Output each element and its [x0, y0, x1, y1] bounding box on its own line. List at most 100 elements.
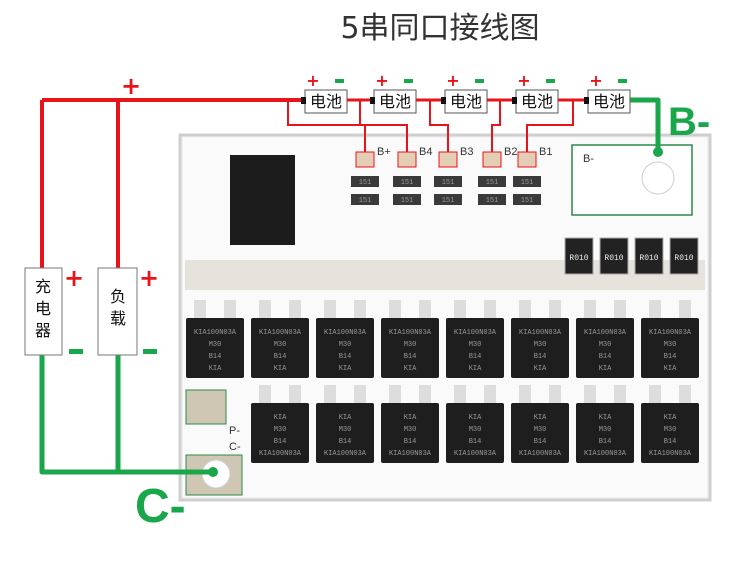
battery-plus: + — [306, 71, 319, 90]
load-plus: + — [139, 264, 159, 292]
c-minus-wire — [39, 355, 213, 475]
svg-text:B14: B14 — [209, 353, 222, 361]
svg-text:KIA: KIA — [599, 414, 612, 422]
svg-text:151: 151 — [359, 197, 372, 205]
svg-text:R010: R010 — [569, 254, 588, 263]
charger-plus: + — [64, 264, 84, 292]
charger-label-2: 电 — [35, 299, 51, 318]
p-minus-silk: P- — [229, 425, 240, 437]
svg-text:B14: B14 — [339, 438, 352, 446]
mosfet — [576, 403, 634, 463]
svg-text:R010: R010 — [674, 254, 693, 263]
svg-text:B14: B14 — [274, 353, 287, 361]
smd-resistor — [434, 176, 462, 187]
svg-text:M30: M30 — [534, 426, 547, 434]
svg-text:KIA: KIA — [664, 365, 677, 373]
main-plus: + — [121, 72, 141, 100]
battery-minus — [546, 79, 555, 83]
battery-plus: + — [375, 71, 388, 90]
svg-text:151: 151 — [521, 179, 534, 187]
svg-text:B14: B14 — [469, 353, 482, 361]
svg-text:151: 151 — [442, 179, 455, 187]
svg-text:KIA100N03A: KIA100N03A — [519, 450, 562, 458]
p-minus-pad — [185, 389, 227, 425]
smd-resistor — [393, 176, 421, 187]
svg-text:KIA: KIA — [664, 414, 677, 422]
load-box — [97, 267, 138, 356]
ic-chip — [230, 155, 295, 245]
mosfet — [511, 318, 569, 378]
shunt-resistor — [669, 237, 699, 275]
svg-text:151: 151 — [486, 179, 499, 187]
svg-text:R010: R010 — [604, 254, 623, 263]
svg-text:KIA: KIA — [534, 414, 547, 422]
svg-text:KIA100N03A: KIA100N03A — [259, 329, 302, 337]
mosfet — [186, 318, 244, 378]
smd-resistor — [513, 194, 541, 205]
tap-wire — [526, 100, 574, 152]
svg-text:KIA100N03A: KIA100N03A — [454, 329, 497, 337]
svg-text:KIA100N03A: KIA100N03A — [389, 329, 432, 337]
balance-pad — [438, 151, 458, 168]
balance-pad — [397, 151, 417, 168]
svg-text:M30: M30 — [274, 426, 287, 434]
svg-text:M30: M30 — [599, 426, 612, 434]
svg-text:R010: R010 — [639, 254, 658, 263]
mosfet — [251, 403, 309, 463]
svg-text:KIA: KIA — [469, 365, 482, 373]
svg-text:KIA100N03A: KIA100N03A — [519, 329, 562, 337]
svg-text:KIA100N03A: KIA100N03A — [649, 329, 692, 337]
svg-text:151: 151 — [401, 197, 414, 205]
mosfet — [446, 403, 504, 463]
svg-text:B14: B14 — [534, 353, 547, 361]
svg-text:KIA100N03A: KIA100N03A — [454, 450, 497, 458]
tap-wire — [359, 100, 408, 152]
shunt-resistor — [564, 237, 594, 275]
c-minus-silk: C- — [229, 441, 241, 453]
c-minus-label: C- — [135, 480, 186, 533]
balance-pad — [517, 151, 537, 168]
positive-wire — [40, 98, 305, 268]
battery-label: 电池 — [310, 92, 342, 111]
load-label-1: 负 — [110, 287, 126, 306]
svg-text:B14: B14 — [664, 438, 677, 446]
svg-text:KIA: KIA — [209, 365, 222, 373]
balance-pad — [355, 151, 375, 168]
mosfet — [381, 403, 439, 463]
charger-label-3: 器 — [35, 321, 51, 340]
svg-text:KIA: KIA — [469, 414, 482, 422]
mosfet — [511, 403, 569, 463]
svg-text:151: 151 — [486, 197, 499, 205]
battery-minus — [335, 79, 344, 83]
load-label-2: 载 — [110, 309, 126, 328]
svg-text:KIA: KIA — [404, 365, 417, 373]
bms-board: B+151151B4151151B3151151B2151151B1151151… — [178, 133, 712, 502]
svg-text:M30: M30 — [469, 426, 482, 434]
smd-resistor — [434, 194, 462, 205]
load-minus — [143, 349, 157, 354]
smd-resistor — [351, 176, 379, 187]
svg-text:KIA: KIA — [339, 414, 352, 422]
smd-resistor — [393, 194, 421, 205]
tap-wire — [429, 100, 449, 152]
svg-text:B14: B14 — [534, 438, 547, 446]
svg-text:M30: M30 — [664, 341, 677, 349]
battery-label: 电池 — [450, 92, 482, 111]
shunt-resistor — [634, 237, 664, 275]
svg-text:M30: M30 — [599, 341, 612, 349]
svg-text:M30: M30 — [339, 426, 352, 434]
svg-text:M30: M30 — [209, 341, 222, 349]
mosfet — [251, 318, 309, 378]
mosfet — [641, 403, 699, 463]
smd-resistor — [478, 176, 506, 187]
tap-wire — [287, 100, 366, 152]
pad-label: B1 — [539, 146, 552, 158]
mosfet — [446, 318, 504, 378]
b-minus-label: B- — [668, 100, 710, 144]
svg-text:KIA100N03A: KIA100N03A — [649, 450, 692, 458]
charger-label-1: 充 — [35, 277, 51, 296]
svg-text:M30: M30 — [404, 426, 417, 434]
svg-text:KIA: KIA — [534, 365, 547, 373]
